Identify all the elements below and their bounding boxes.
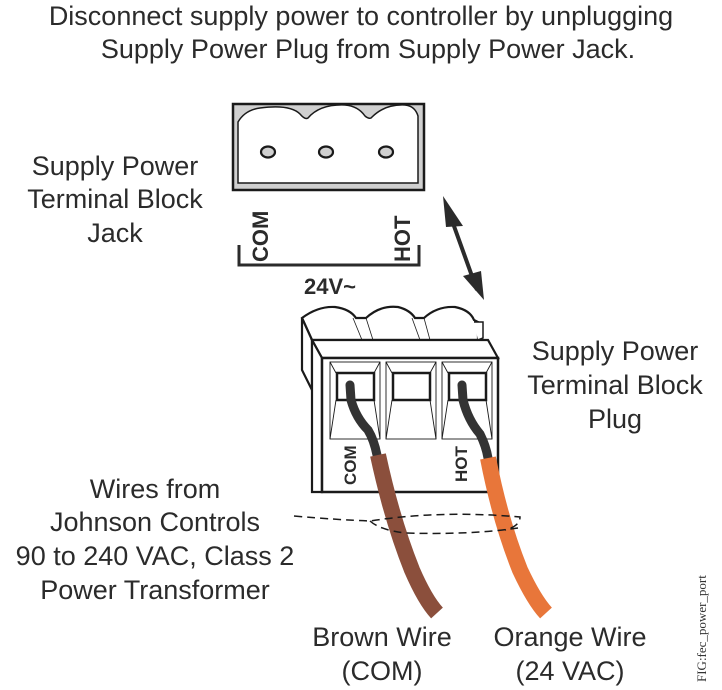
svg-text:(24 VAC): (24 VAC)	[515, 656, 624, 686]
jack-voltage-label: 24V~	[304, 274, 356, 299]
svg-text:Orange Wire: Orange Wire	[493, 622, 646, 652]
svg-text:Terminal Block: Terminal Block	[527, 370, 703, 400]
orange-wire-label: Orange Wire (24 VAC)	[493, 622, 646, 686]
plug-port-middle	[385, 361, 437, 440]
jack-pin-middle	[317, 145, 335, 159]
wire-bundle-indicator	[293, 513, 521, 535]
svg-text:Power Transformer: Power Transformer	[40, 575, 270, 605]
svg-text:90 to 240 VAC, Class 2: 90 to 240 VAC, Class 2	[16, 541, 295, 571]
brown-wire	[345, 380, 444, 619]
svg-text:Johnson Controls: Johnson Controls	[50, 507, 260, 537]
svg-text:Terminal Block: Terminal Block	[27, 184, 203, 214]
svg-text:Brown Wire: Brown Wire	[312, 622, 452, 652]
jack-hot-label: HOT	[390, 215, 415, 262]
brown-wire-label: Brown Wire (COM)	[312, 622, 452, 686]
wires-source-label: Wires from Johnson Controls 90 to 240 VA…	[16, 474, 295, 605]
svg-text:Supply Power: Supply Power	[532, 336, 699, 366]
jack-pin-com	[259, 145, 277, 159]
jack-bracket	[237, 245, 421, 267]
title-line-1: Disconnect supply power to controller by…	[49, 1, 673, 31]
title-line-2: Supply Power Plug from Supply Power Jack…	[101, 34, 635, 64]
svg-text:(COM): (COM)	[342, 656, 423, 686]
svg-text:Wires from: Wires from	[90, 474, 221, 504]
svg-text:Plug: Plug	[588, 404, 642, 434]
plug-label: Supply Power Terminal Block Plug	[527, 336, 703, 434]
jack-com-label: COM	[248, 211, 273, 262]
plug-direction-arrow	[443, 196, 484, 300]
orange-wire	[457, 380, 553, 619]
svg-text:Supply Power: Supply Power	[32, 151, 199, 181]
jack-label: Supply Power Terminal Block Jack	[27, 151, 203, 248]
figure-id: FIG:fec_power_port	[694, 575, 709, 682]
jack-face	[237, 104, 419, 184]
svg-text:Jack: Jack	[87, 218, 143, 248]
supply-power-jack	[231, 102, 426, 192]
plug-com-label: COM	[341, 445, 360, 485]
jack-pin-hot	[377, 145, 395, 159]
plug-hot-label: HOT	[452, 446, 471, 483]
supply-power-plug: COM HOT	[300, 305, 500, 494]
